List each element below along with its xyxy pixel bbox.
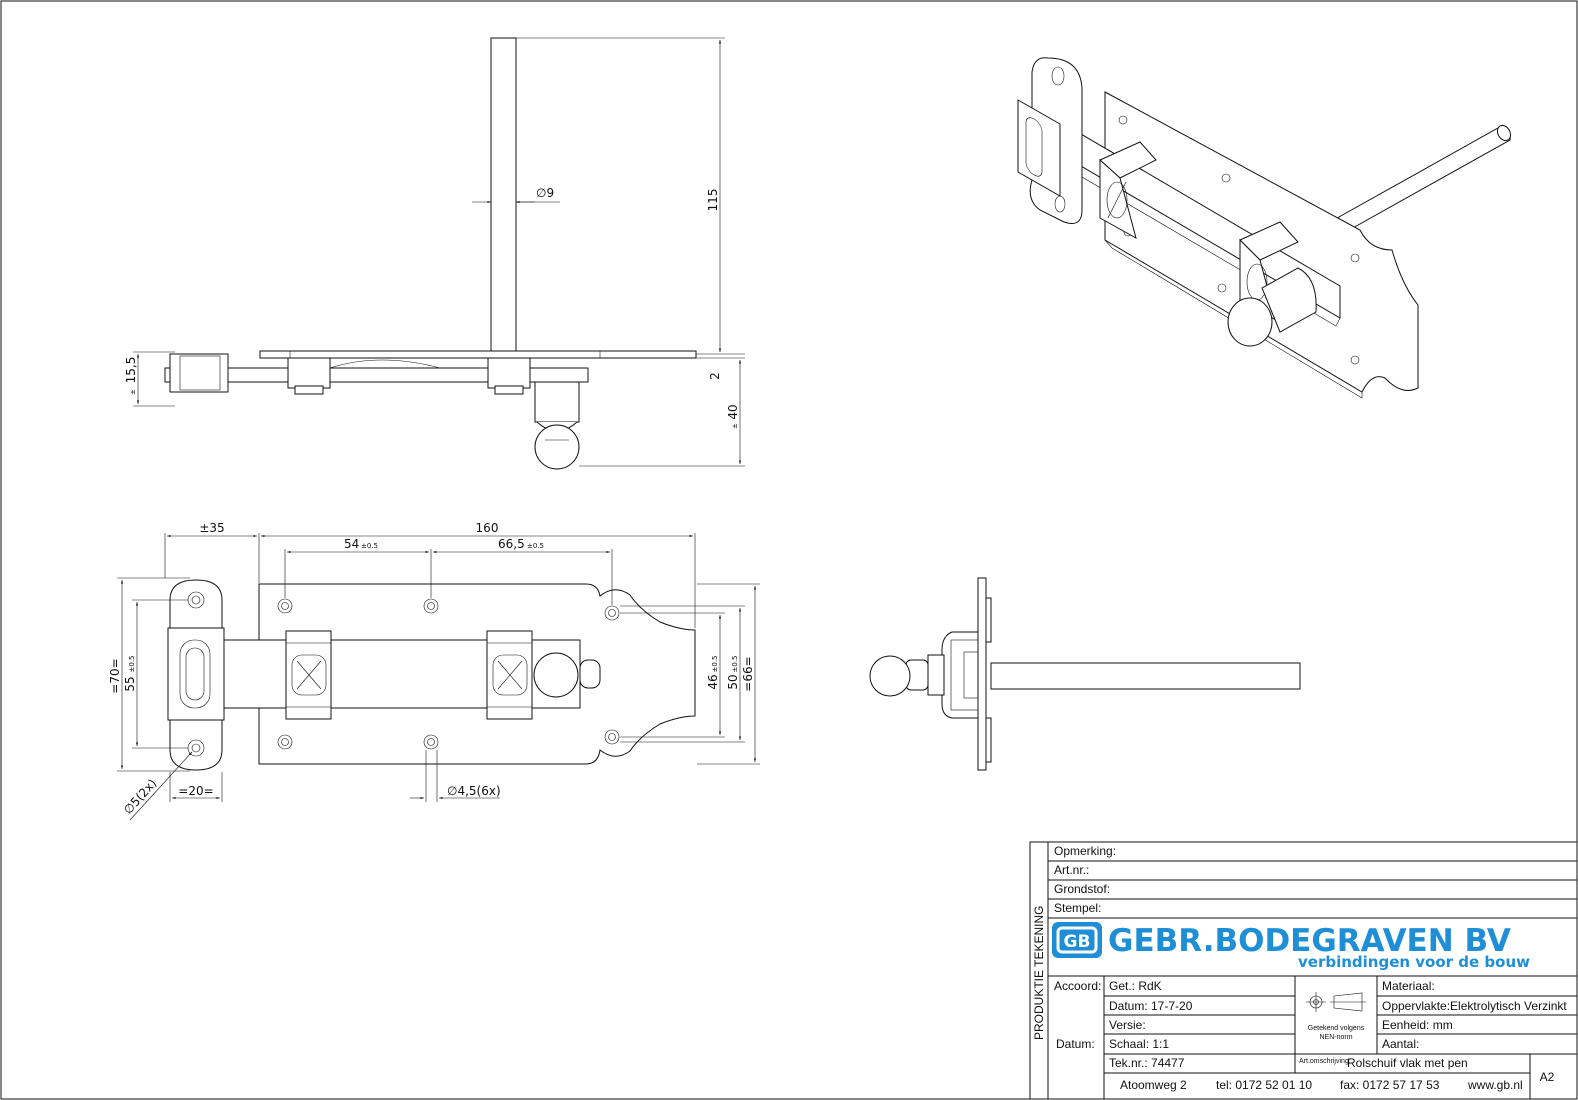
accoord-label: Accoord:	[1054, 979, 1101, 993]
dim-keeper-width: =20=	[178, 784, 213, 798]
dim-offset-left: ±35	[199, 521, 224, 535]
dim-hole-spacing-inner: 46	[706, 674, 720, 689]
dim-plate-hole-dia: ∅4,5(6x)	[447, 784, 501, 798]
dim-plate-thickness: 2	[708, 372, 722, 380]
fax: fax: 0172 57 17 53	[1340, 1078, 1440, 1092]
company-name: GEBR.BODEGRAVEN BV	[1108, 923, 1511, 959]
dim-keeper-hole-dia: ∅5(2x)	[121, 776, 160, 817]
website: www.gb.nl	[1467, 1078, 1523, 1092]
title-block: PRODUKTIE TEKENING Opmerking: Art.nr.: G…	[1029, 841, 1578, 1100]
dim-keeper-hole-spacing: 55	[123, 676, 137, 691]
company-tagline: verbindingen voor de bouw	[1298, 953, 1530, 971]
art-omschrijving-label: Art.omschrijving:	[1299, 1058, 1351, 1065]
opmerking-label: Opmerking:	[1054, 844, 1116, 858]
artnr-label: Art.nr.:	[1054, 863, 1089, 877]
datum-value: Datum: 17-7-20	[1109, 999, 1193, 1013]
svg-text:±0.5: ±0.5	[128, 656, 136, 673]
norm-line-1: Getekend volgens	[1308, 1025, 1365, 1032]
svg-text:±: ±	[129, 389, 137, 395]
dim-plate-length: 160	[476, 521, 499, 535]
svg-text:GB: GB	[1064, 932, 1091, 952]
side-view	[164, 37, 697, 470]
svg-text:±0.5: ±0.5	[731, 656, 739, 673]
norm-line-2: NEN-norm	[1319, 1034, 1352, 1041]
dim-keeper-height: =70=	[108, 658, 122, 693]
dim-tol-2: ±0.5	[527, 542, 544, 550]
front-view	[167, 579, 696, 771]
dim-hole-spacing-2: 66,5	[498, 537, 525, 551]
dim-tol-1: ±0.5	[361, 542, 378, 550]
address: Atoomweg 2	[1120, 1078, 1187, 1092]
stempel-label: Stempel:	[1054, 901, 1101, 915]
teknr-value: Tek.nr.: 74477	[1109, 1056, 1185, 1070]
projection-symbol-icon	[1306, 992, 1366, 1012]
sheet-size: A2	[1540, 1070, 1555, 1084]
dim-hole-spacing-plate: 50	[726, 674, 740, 689]
datum-side-label: Datum:	[1056, 1037, 1095, 1051]
dim-plate-height: =66=	[741, 656, 755, 691]
grondstof-label: Grondstof:	[1054, 882, 1110, 896]
svg-text:±: ±	[731, 423, 739, 429]
dim-pin-diameter: ∅9	[536, 186, 554, 200]
dim-pin-length: 115	[706, 189, 720, 212]
eenheid-value: Eenheid: mm	[1382, 1018, 1453, 1032]
dim-knob-depth: 40	[726, 404, 740, 419]
title-block-side-label: PRODUKTIE TEKENING	[1032, 906, 1046, 1040]
dim-height-left: 15,5	[124, 357, 138, 384]
telephone: tel: 0172 52 01 10	[1216, 1078, 1312, 1092]
getekend-value: Get.: RdK	[1109, 979, 1162, 993]
end-view	[869, 577, 1301, 771]
company-logo: GB	[1052, 922, 1102, 958]
materiaal-label: Materiaal:	[1382, 979, 1435, 993]
versie-label: Versie:	[1109, 1018, 1146, 1032]
svg-text:±0.5: ±0.5	[711, 656, 719, 673]
isometric-view	[1017, 57, 1512, 399]
aantal-label: Aantal:	[1382, 1037, 1419, 1051]
dim-hole-spacing-1: 54	[344, 537, 359, 551]
side-view-dimensions: 115 ∅9 2 ± 40 ± 15,5	[124, 37, 745, 467]
art-omschrijving-value: Rolschuif vlak met pen	[1347, 1056, 1468, 1070]
schaal-value: Schaal: 1:1	[1109, 1037, 1169, 1051]
oppervlakte-value: Oppervlakte:Elektrolytisch Verzinkt	[1382, 999, 1567, 1013]
